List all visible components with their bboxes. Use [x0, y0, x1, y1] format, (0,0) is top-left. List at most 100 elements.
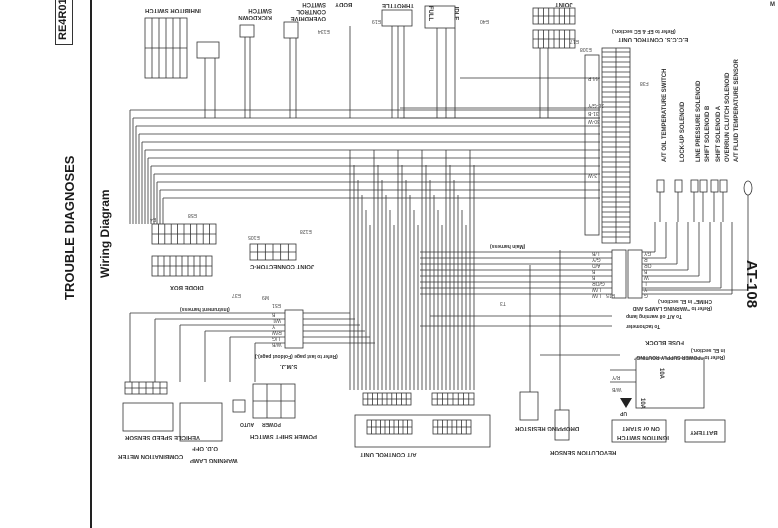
smj-connector	[284, 309, 304, 349]
solenoid-label: LINE PRESSURE SOLENOID	[696, 80, 702, 162]
fuse-block-label: FUSE BLOCK	[645, 339, 684, 345]
battery	[684, 419, 726, 443]
wire-code: OR	[644, 262, 652, 268]
wire-code: T3	[500, 300, 506, 306]
wire-code: R/W	[272, 329, 282, 335]
power-label: POWER	[262, 421, 281, 427]
fuse-block	[635, 357, 705, 409]
warning-lamp-label: WARNING LAMP	[190, 457, 238, 463]
throttle-sensor	[381, 9, 413, 27]
revolution-sensor	[554, 409, 570, 441]
oil-warning-ref: (Refer to "WARNING LAMPS AND CHIME" in E…	[632, 298, 712, 311]
connector	[196, 41, 220, 59]
dropping-resistor	[519, 391, 539, 421]
solenoid	[699, 179, 708, 193]
at-control-unit-label: A/T CONTROL UNIT	[360, 451, 417, 457]
harness-connector-left	[611, 249, 627, 299]
eccs-connector-inner	[584, 54, 600, 236]
solenoid	[710, 179, 719, 193]
wire-code: E108	[580, 46, 592, 52]
wire-code: E15	[606, 292, 615, 298]
wire-code: W/B	[272, 341, 282, 347]
power-shift-switch-label: POWER SHIFT SWITCH	[250, 433, 317, 439]
combination-meter	[122, 402, 174, 432]
overdrive-switch-label: OVERDRIVE CONTROL SWITCH	[290, 1, 326, 21]
wire-code: B	[592, 268, 596, 274]
ignition-switch	[611, 419, 667, 443]
inhibitor-switch-label: INHIBITOR SWITCH	[145, 7, 201, 13]
wire-code: 31-B	[588, 110, 599, 116]
solenoid-label: SHIFT SOLENOID A	[716, 105, 722, 162]
fuse-2-label: 10A	[639, 397, 646, 410]
smj-ref: (Refer to last page (Foldout page).)	[255, 353, 338, 359]
wire-code: L	[644, 280, 647, 286]
solenoid-label: A/T FLUID TEMPERATURE SENSOR	[734, 59, 740, 162]
wire-code: R/Y	[612, 374, 621, 380]
solenoid	[719, 179, 728, 193]
power-shift-connector	[232, 399, 246, 413]
wire-code: E17	[570, 38, 579, 44]
wire-code: GY	[644, 250, 652, 256]
solenoid-label: LOCK-UP SOLENOID	[680, 101, 686, 162]
harness-connector-right	[627, 249, 643, 299]
wire-code: G/OR	[592, 280, 605, 286]
solenoid	[656, 179, 665, 193]
up-label: UP	[620, 410, 627, 416]
wire-code: W/B	[612, 386, 622, 392]
solenoid-label: OVERRUN CLUTCH SOLENOID	[725, 72, 731, 162]
joint-label: JOINT	[555, 1, 573, 7]
model-code: RE4R01A	[57, 0, 69, 40]
at-control-unit	[354, 414, 491, 448]
page-number: AT-108	[743, 260, 760, 309]
wire-code: 3-W	[588, 172, 598, 178]
wire-code: W/L	[272, 317, 281, 323]
wire-code: Y	[644, 286, 648, 292]
warning-lamp	[179, 402, 223, 442]
up-arrow-icon	[620, 398, 632, 408]
od-off-label: O.D. OFF	[192, 445, 218, 451]
fuse-ref: (Refer to "POWER SUPPLY ROUTING" in EL s…	[634, 347, 725, 360]
revolution-sensor-label: REVOLUTION SENSOR	[550, 449, 617, 455]
diode-box-label: DIODE BOX	[170, 284, 204, 290]
full-label: FULL	[427, 5, 434, 22]
wire-code: G	[644, 292, 648, 298]
solenoid-label: SHIFT SOLENOID B	[705, 105, 711, 162]
wire-code: B	[272, 311, 276, 317]
corner-mark: M	[770, 2, 775, 8]
wire-code: A/D	[592, 262, 601, 268]
dropping-resistor-label: DROPPING RESISTOR	[515, 425, 580, 431]
battery-label: BATTERY	[690, 429, 718, 435]
wire-code: M9	[262, 294, 269, 300]
wire-code: B	[644, 268, 648, 274]
wire-code: F38	[640, 80, 649, 86]
wire-code: R	[644, 256, 648, 262]
wire-code: 44-P	[588, 75, 599, 81]
wire-code: E134	[318, 28, 330, 34]
overdrive-switch	[283, 21, 299, 39]
tachometer-label: To tachometer	[626, 323, 661, 329]
wire-code: L/G	[272, 335, 281, 341]
wire-code: Y	[272, 323, 276, 329]
kickdown-switch	[239, 24, 255, 38]
throttle-switch	[424, 5, 456, 29]
combination-meter-label: COMBINATION METER	[118, 453, 184, 459]
joint-connector-label: JOINT CONNECTOR-C	[250, 263, 315, 269]
solenoid	[674, 179, 683, 193]
wire-code: E128	[300, 228, 312, 234]
throttle-label: THROTTLE	[382, 2, 414, 8]
wire-code: E105	[248, 234, 260, 240]
wire-code: B	[592, 274, 596, 280]
wire-code: W	[644, 274, 649, 280]
wire-code: 28-G/Y	[588, 102, 604, 108]
wire-code: L/W	[592, 292, 601, 298]
page-divider	[90, 0, 92, 528]
wire-code: L/W	[592, 286, 601, 292]
idle-label: IDLE	[452, 6, 459, 21]
wire-code: G/Y	[592, 256, 601, 262]
wire-code: E4	[150, 216, 157, 222]
wire-code: E37	[232, 292, 241, 298]
ignition-state: ON or START	[622, 425, 660, 431]
solenoid-label: A/T OIL TEMPERATURE SWITCH	[662, 68, 668, 162]
eccs-label: E.C.C.S. CONTROL UNIT	[618, 36, 689, 42]
fuse-1-label: 10A	[658, 367, 665, 380]
